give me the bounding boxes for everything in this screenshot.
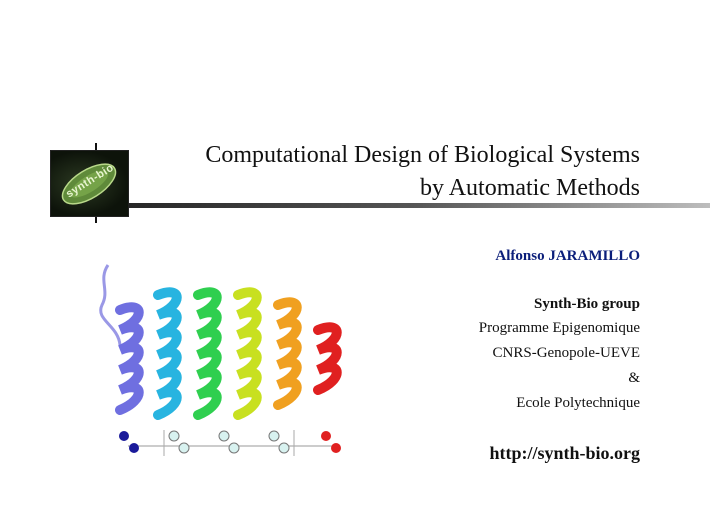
affiliation-line: Ecole Polytechnique (516, 395, 640, 411)
helix-schematic (119, 430, 341, 456)
affiliation-line: Programme Epigenomique (478, 320, 640, 336)
website-url: http://synth-bio.org (489, 443, 640, 463)
author-name: Alfonso JARAMILLO (495, 248, 640, 264)
affiliation-line: & (628, 370, 640, 386)
slide-title-line-2: by Automatic Methods (420, 175, 640, 201)
helix-red (313, 322, 342, 395)
title-divider (50, 203, 710, 208)
helix-yellow (233, 287, 262, 420)
affiliation-line: CNRS-Genopole-UEVE (492, 345, 640, 361)
slide-title-line-1: Computational Design of Biological Syste… (205, 142, 640, 168)
helix-orange (273, 297, 302, 410)
helix-green (193, 287, 222, 420)
protein-helix-illustration (99, 264, 342, 456)
helix-blue (115, 302, 144, 415)
helix-cyan (153, 287, 182, 420)
synth-bio-logo: synth-bio (50, 150, 129, 217)
bacterium-icon (61, 163, 117, 205)
group-name: Synth-Bio group (533, 296, 640, 312)
